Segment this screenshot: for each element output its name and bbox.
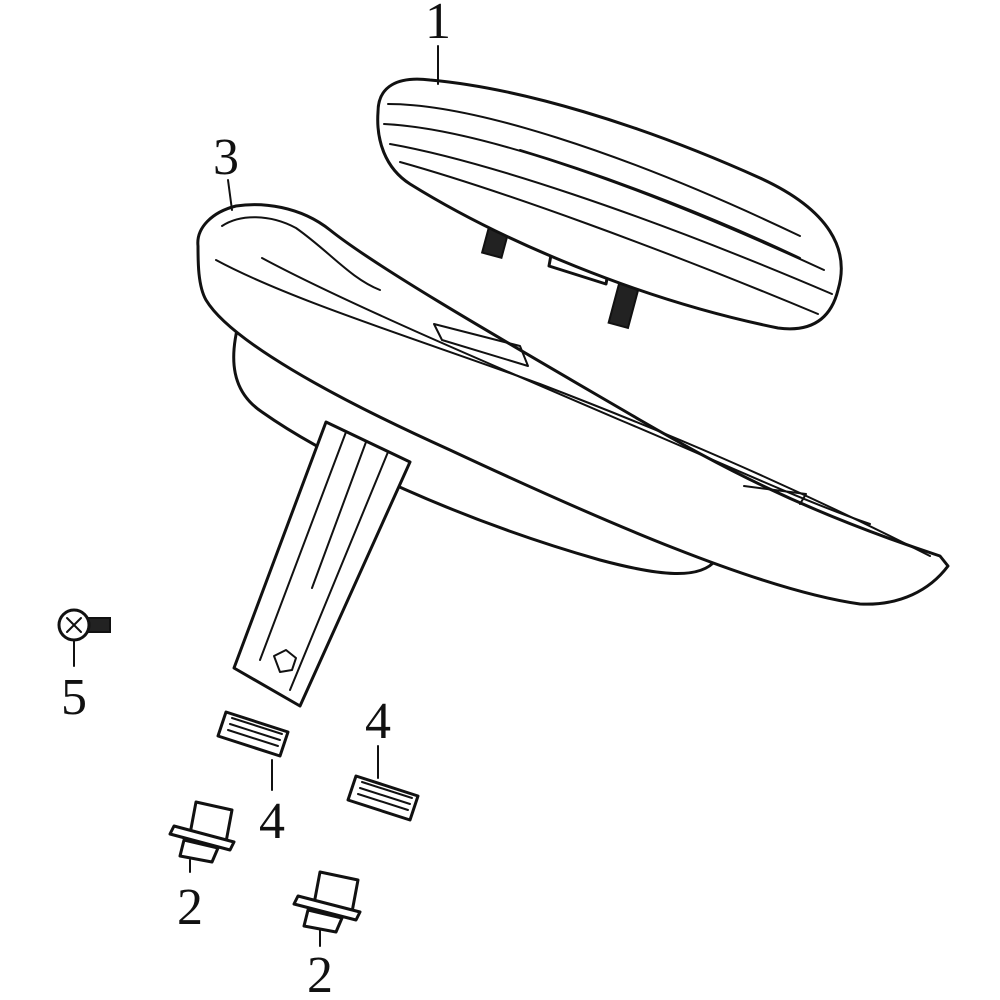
screw-cross-recess: [66, 617, 82, 633]
grommet-body: [346, 774, 420, 822]
clip-lower: [302, 908, 344, 934]
stay-rib-3: [289, 451, 389, 691]
part-5-screw: [57, 608, 111, 642]
callout-4-right: 4: [365, 693, 391, 750]
cover-inner-edge-3: [261, 257, 871, 525]
meter-bezel-line-4: [399, 161, 819, 315]
grommet-ridge-1: [231, 717, 283, 735]
callout-5: 5: [61, 669, 87, 726]
cover-mounting-stay: [232, 420, 412, 708]
stay-rib-2: [311, 441, 367, 589]
meter-bezel-line-1: [387, 103, 801, 237]
stay-rib-1: [259, 431, 347, 661]
part-1-meter-assembly: [376, 77, 843, 331]
clip-flange: [168, 824, 236, 852]
callout-2-right: 2: [307, 947, 333, 1000]
leader-3: [227, 179, 233, 211]
cover-upper-shell: [196, 203, 950, 606]
part-4-grommet-left: [216, 710, 290, 758]
cover-inner-edge-1: [221, 216, 381, 291]
part-4-grommet-right: [346, 774, 420, 822]
meter-housing: [376, 77, 843, 331]
callout-2-left: 2: [177, 879, 203, 936]
callout-3: 3: [213, 129, 239, 186]
grommet-body: [216, 710, 290, 758]
grommet-ridge-3: [357, 793, 409, 811]
cover-tab-right: [743, 485, 807, 505]
stay-hole: [273, 649, 297, 673]
part-2-clip-left: [168, 800, 236, 864]
grommet-ridge-3: [227, 729, 279, 747]
part-3-meter-cover: [196, 203, 950, 708]
callout-4-left: 4: [259, 793, 285, 850]
grommet-ridge-1: [361, 781, 413, 799]
grommet-ridge-2: [229, 723, 281, 741]
meter-bezel-line-5: [519, 149, 801, 259]
clip-lower: [178, 838, 220, 864]
grommet-ridge-2: [359, 787, 411, 805]
leader-lines: [73, 45, 439, 947]
clip-flange: [292, 894, 362, 922]
meter-bezel-line-3: [389, 143, 833, 295]
cover-tab-center: [433, 323, 529, 367]
part-2-clip-right: [292, 870, 362, 934]
callout-1: 1: [425, 0, 451, 50]
